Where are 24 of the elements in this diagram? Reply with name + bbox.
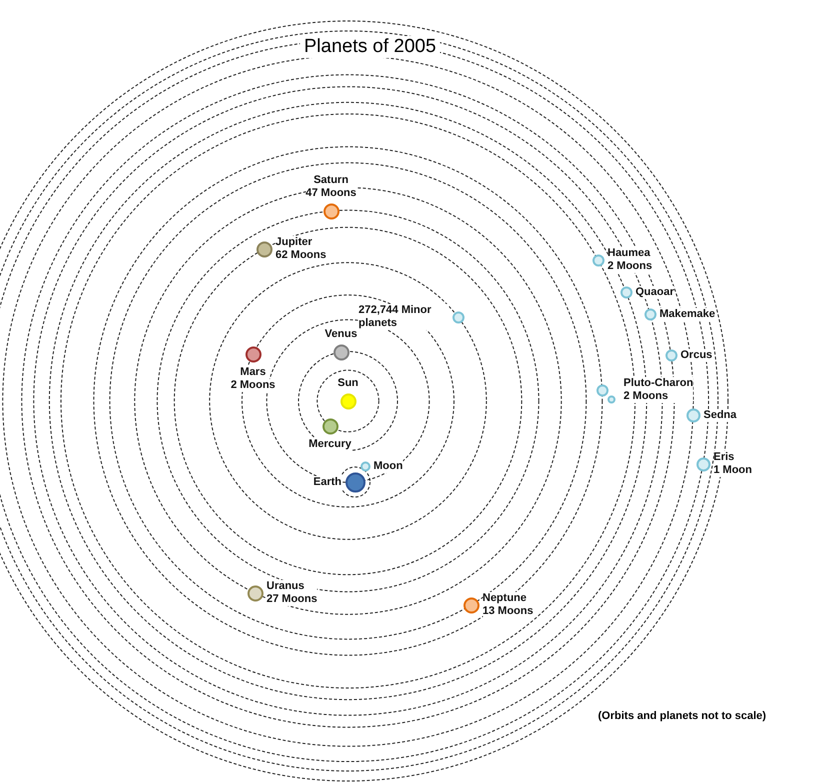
body-name: Quaoar — [636, 286, 674, 298]
moon-count: 2 Moons — [624, 390, 694, 403]
body-name: Venus — [324, 328, 358, 340]
body-name: Pluto-Charon — [624, 377, 694, 390]
moon-count: 2 Moons — [608, 260, 652, 273]
moon-count: 2 Moons — [230, 378, 276, 392]
chart-title: Planets of 2005 — [300, 36, 440, 58]
body-name: Saturn — [314, 174, 348, 186]
moon-count: 1 Moon — [714, 464, 752, 477]
body-name: Sun — [338, 376, 358, 390]
body-name: Mercury — [308, 438, 352, 450]
body-name: Sedna — [704, 408, 737, 422]
body-name: Earth — [313, 476, 342, 488]
body-name: Makemake — [660, 308, 716, 320]
moon-count: 47 Moons — [306, 186, 356, 200]
body-name: Orcus — [680, 348, 712, 362]
moon-count: 13 Moons — [482, 605, 534, 618]
body-name: 272,744 Minor planets — [358, 304, 448, 330]
body-name: Uranus — [266, 580, 318, 593]
scale-note: (Orbits and planets not to scale) — [598, 710, 766, 722]
moon-count: 27 Moons — [266, 593, 318, 606]
body-name: Moon — [374, 460, 403, 472]
body-name: Haumea — [608, 247, 652, 260]
body-name: Mars — [240, 366, 266, 378]
